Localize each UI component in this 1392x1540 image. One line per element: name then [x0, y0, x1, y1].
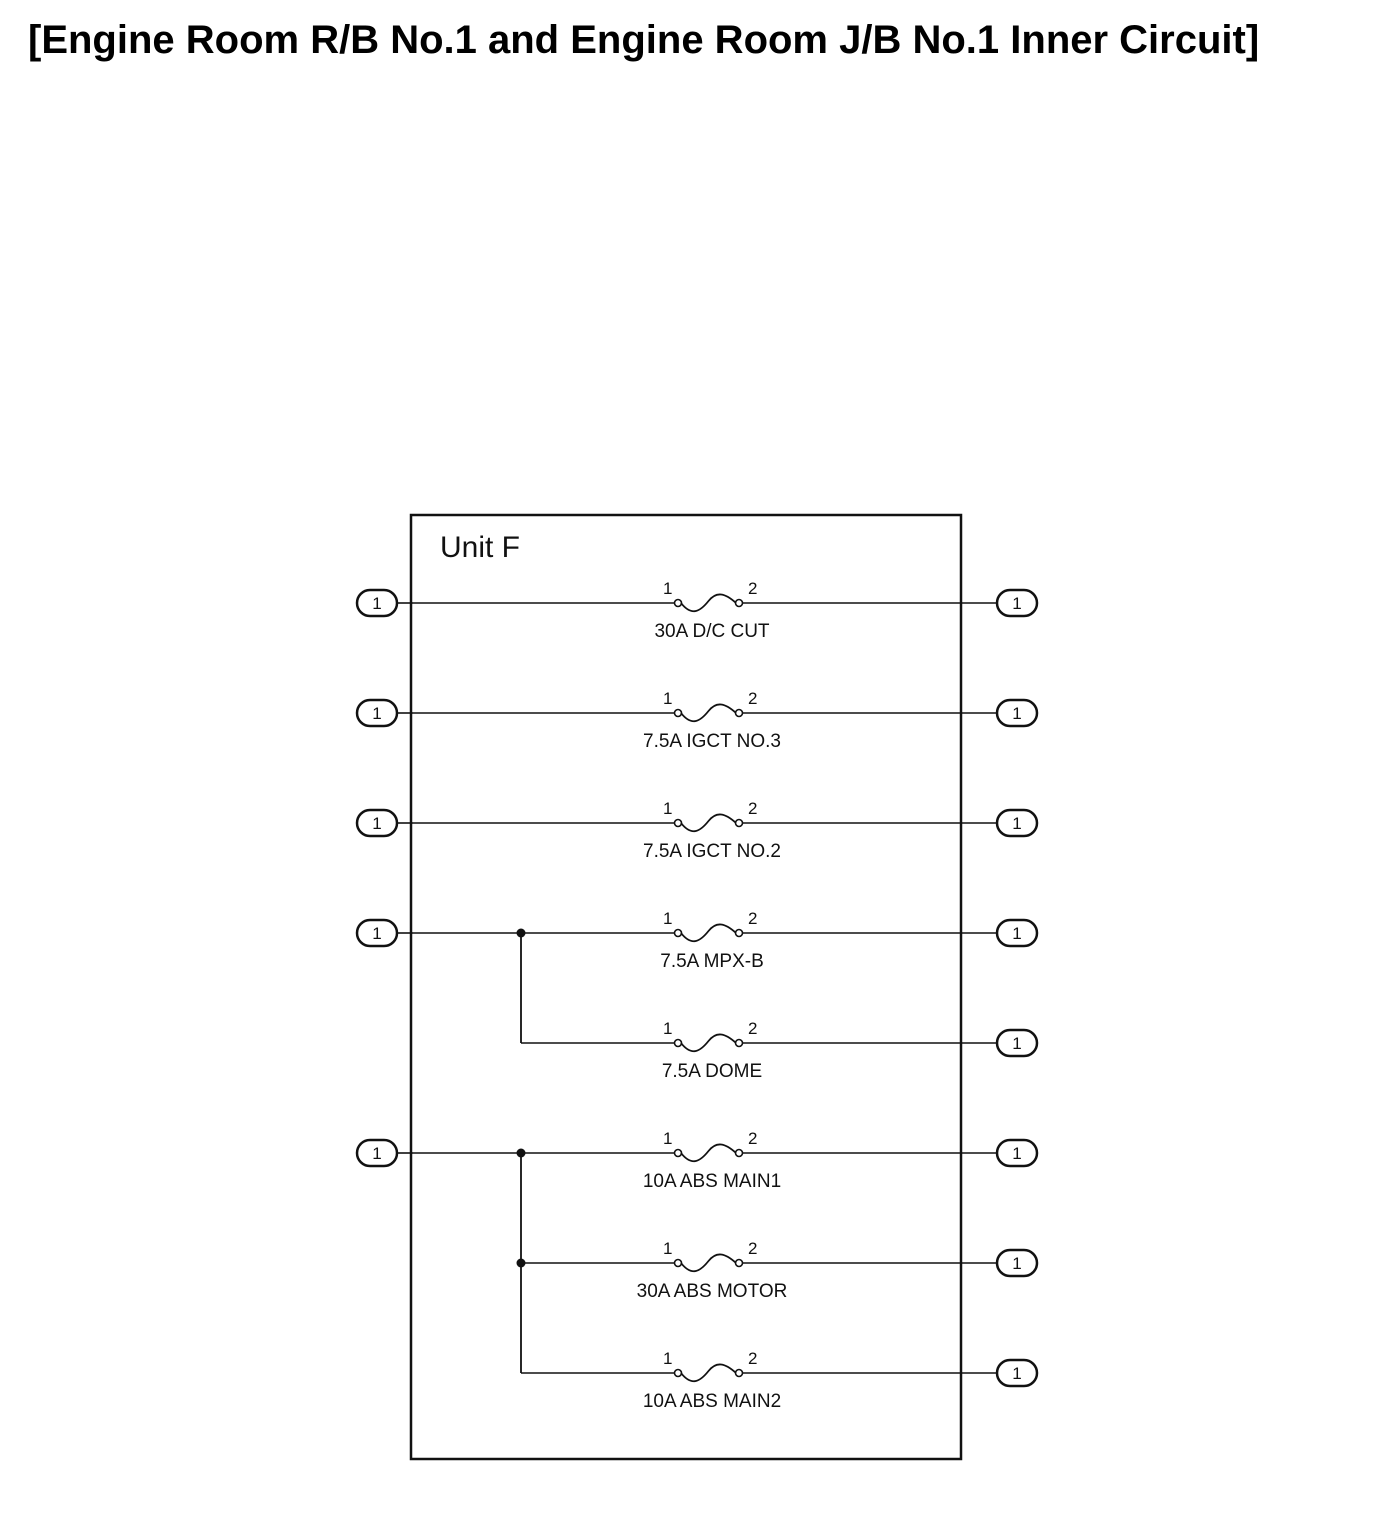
fuse-icon: [680, 1033, 737, 1053]
input-connector: [355, 808, 399, 838]
fuse-pin-1: 1: [663, 579, 672, 598]
fuse-pin-1: 1: [663, 1349, 672, 1368]
fuse-terminal-2: [734, 818, 744, 828]
fuse-name: 30A ABS MOTOR: [637, 1281, 788, 1302]
fuse-icon: [680, 1253, 737, 1273]
junction-dot: [516, 1258, 526, 1268]
input-connector-label: 1: [372, 594, 381, 613]
output-connector: [995, 1248, 1039, 1278]
fuse-name: 7.5A IGCT NO.3: [643, 731, 781, 752]
output-connector-label: 1: [1012, 1364, 1021, 1383]
output-connector-label: 1: [1012, 704, 1021, 723]
input-connector-label: 1: [372, 704, 381, 723]
fuse-pin-1: 1: [663, 799, 672, 818]
output-connector: [995, 918, 1039, 948]
fuse-pin-2: 2: [748, 909, 757, 928]
input-connector-label: 1: [372, 1144, 381, 1163]
fuse-name: 10A ABS MAIN1: [643, 1171, 781, 1192]
fuse-terminal-2: [734, 708, 744, 718]
output-connector-label: 1: [1012, 814, 1021, 833]
fuse-pin-1: 1: [663, 909, 672, 928]
fuse-pin-1: 1: [663, 689, 672, 708]
fuse-terminal-1: [673, 1258, 683, 1268]
fuse-pin-2: 2: [748, 1019, 757, 1038]
fuse-name: 7.5A DOME: [662, 1061, 762, 1082]
input-connector-label: 1: [372, 924, 381, 943]
fuse-pin-2: 2: [748, 1239, 757, 1258]
fuse-terminal-1: [673, 708, 683, 718]
fuse-icon: [680, 1143, 737, 1163]
fuse-name: 7.5A MPX-B: [660, 951, 764, 972]
fuse-icon: [680, 923, 737, 943]
fuse-terminal-2: [734, 1038, 744, 1048]
fuse-icon: [680, 813, 737, 833]
output-connector: [995, 698, 1039, 728]
unit-box: [409, 513, 963, 1461]
fuse-terminal-1: [673, 818, 683, 828]
unit-label: Unit F: [440, 531, 520, 564]
fuse-name: 7.5A IGCT NO.2: [643, 841, 781, 862]
fuse-terminal-1: [673, 1038, 683, 1048]
output-connector-label: 1: [1012, 1144, 1021, 1163]
fuse-name: 10A ABS MAIN2: [643, 1391, 781, 1412]
output-connector: [995, 588, 1039, 618]
output-connector-label: 1: [1012, 1254, 1021, 1273]
junction-dot: [516, 928, 526, 938]
fuse-icon: [680, 1363, 737, 1383]
output-connector: [995, 808, 1039, 838]
fuse-terminal-2: [734, 1258, 744, 1268]
fuse-terminal-2: [734, 928, 744, 938]
output-connector: [995, 1358, 1039, 1388]
fuse-pin-2: 2: [748, 579, 757, 598]
input-connector: [355, 588, 399, 618]
fuse-pin-2: 2: [748, 1349, 757, 1368]
output-connector-label: 1: [1012, 1034, 1021, 1053]
fuse-pin-2: 2: [748, 1129, 757, 1148]
fuse-terminal-2: [734, 1148, 744, 1158]
fuse-pin-1: 1: [663, 1019, 672, 1038]
fuse-terminal-1: [673, 928, 683, 938]
output-connector-label: 1: [1012, 924, 1021, 943]
page-title: [Engine Room R/B No.1 and Engine Room J/…: [28, 18, 1260, 62]
fuse-terminal-2: [734, 598, 744, 608]
fuse-icon: [680, 593, 737, 613]
fuse-pin-1: 1: [663, 1129, 672, 1148]
fuse-icon: [680, 703, 737, 723]
fuse-name: 30A D/C CUT: [654, 621, 769, 642]
input-connector: [355, 918, 399, 948]
fuse-pin-2: 2: [748, 799, 757, 818]
output-connector: [995, 1138, 1039, 1168]
fuse-pin-1: 1: [663, 1239, 672, 1258]
output-connector: [995, 1028, 1039, 1058]
output-connector-label: 1: [1012, 594, 1021, 613]
fuse-terminal-2: [734, 1368, 744, 1378]
input-connector: [355, 1138, 399, 1168]
fuse-terminal-1: [673, 1148, 683, 1158]
input-connector-label: 1: [372, 814, 381, 833]
fuse-terminal-1: [673, 598, 683, 608]
junction-dot: [516, 1148, 526, 1158]
input-connector: [355, 698, 399, 728]
fuse-terminal-1: [673, 1368, 683, 1378]
fuse-pin-2: 2: [748, 689, 757, 708]
